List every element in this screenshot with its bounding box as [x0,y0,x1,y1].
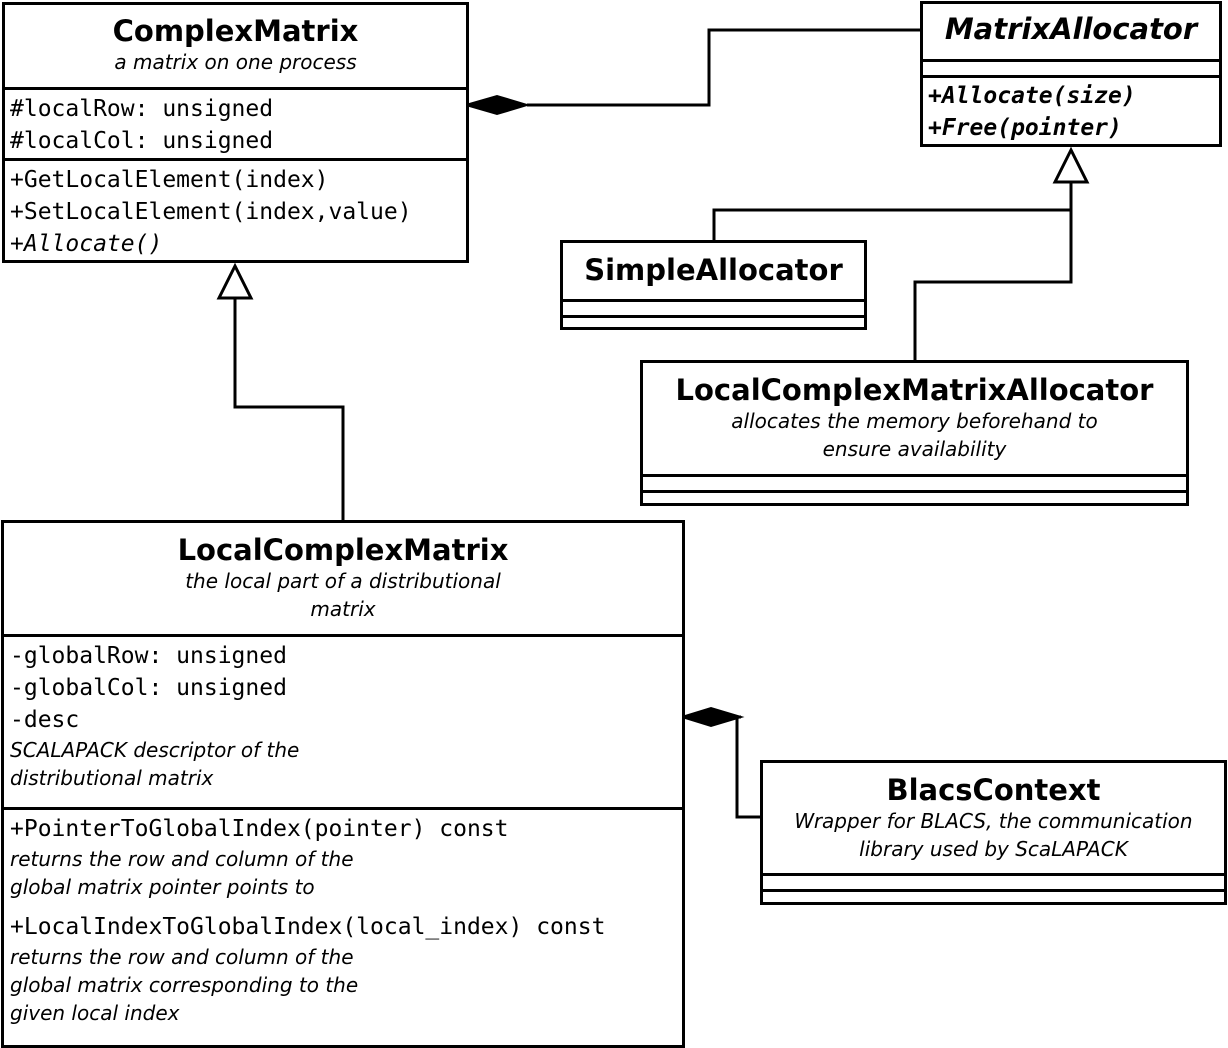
class-local-complex-matrix-allocator[interactable]: LocalComplexMatrixAllocator allocates th… [640,360,1189,506]
methods-section [563,315,864,327]
attributes-section: -globalRow: unsigned -globalCol: unsigne… [4,634,682,807]
attribute-note: SCALAPACK descriptor of the [10,738,300,762]
attributes-section [763,873,1224,889]
attributes-section [563,299,864,315]
methods-section [643,490,1186,503]
class-name: SimpleAllocator [584,253,843,287]
methods-section [763,889,1224,902]
class-blacs-context[interactable]: BlacsContext Wrapper for BLACS, the comm… [760,760,1227,905]
generalization-triangle-matrix-allocator [1052,146,1090,184]
generalization-triangle-complex-matrix [216,262,254,300]
composition-diamond-complex-matrix [462,94,531,116]
attributes-section: #localRow: unsigned #localCol: unsigned [5,87,466,158]
method-note: given local index [10,1001,180,1025]
method: +Allocate(size) [928,83,1136,109]
attribute: -globalRow: unsigned [10,643,287,669]
class-description: ensure availability [822,437,1007,461]
class-description: library used by ScaLAPACK [859,837,1128,861]
generalization-line-simple-allocator [712,208,1071,241]
class-name: BlacsContext [886,773,1101,807]
attribute-note: distributional matrix [10,766,214,790]
method-note: global matrix corresponding to the [10,973,359,997]
attribute: -globalCol: unsigned [10,675,287,701]
class-description: matrix [310,597,376,621]
method: +Free(pointer) [928,115,1122,141]
class-name: MatrixAllocator [944,12,1198,46]
attribute: #localRow: unsigned [10,96,274,123]
methods-section: +PointerToGlobalIndex(pointer) const ret… [4,807,682,1045]
class-matrix-allocator[interactable]: MatrixAllocator +Allocate(size) +Free(po… [920,1,1222,147]
method: +SetLocalElement(index,value) [10,199,412,225]
composition-line-blacs [735,715,761,819]
class-complex-matrix[interactable]: ComplexMatrix a matrix on one process #l… [2,2,469,263]
class-description: Wrapper for BLACS, the communication [794,809,1193,833]
class-simple-allocator[interactable]: SimpleAllocator [560,240,867,330]
method: +GetLocalElement(index) [10,167,329,193]
class-name: LocalComplexMatrixAllocator [675,373,1154,407]
abstract-method: +Allocate() [10,231,163,257]
class-description: allocates the memory beforehand to [731,409,1098,433]
composition-diamond-local-complex-matrix [678,706,745,728]
method-note: global matrix pointer points to [10,875,315,899]
composition-line-allocator [527,28,921,107]
attributes-section [643,474,1186,490]
generalization-line-local-allocator [913,182,1073,361]
generalization-line-local-complex-matrix [233,298,345,521]
class-description: a matrix on one process [114,50,357,74]
attribute: -desc [10,707,80,733]
method-note: returns the row and column of the [10,847,354,871]
class-name: LocalComplexMatrix [177,533,509,567]
method: +PointerToGlobalIndex(pointer) const [10,816,509,842]
class-local-complex-matrix[interactable]: LocalComplexMatrix the local part of a d… [1,520,685,1048]
attributes-section [923,59,1219,75]
method-note: returns the row and column of the [10,945,354,969]
methods-section: +GetLocalElement(index) +SetLocalElement… [5,158,466,260]
methods-section: +Allocate(size) +Free(pointer) [923,75,1219,144]
class-name: ComplexMatrix [112,14,359,48]
method: +LocalIndexToGlobalIndex(local_index) co… [10,914,606,940]
attribute: #localCol: unsigned [10,128,274,155]
class-description: the local part of a distributional [185,569,501,593]
